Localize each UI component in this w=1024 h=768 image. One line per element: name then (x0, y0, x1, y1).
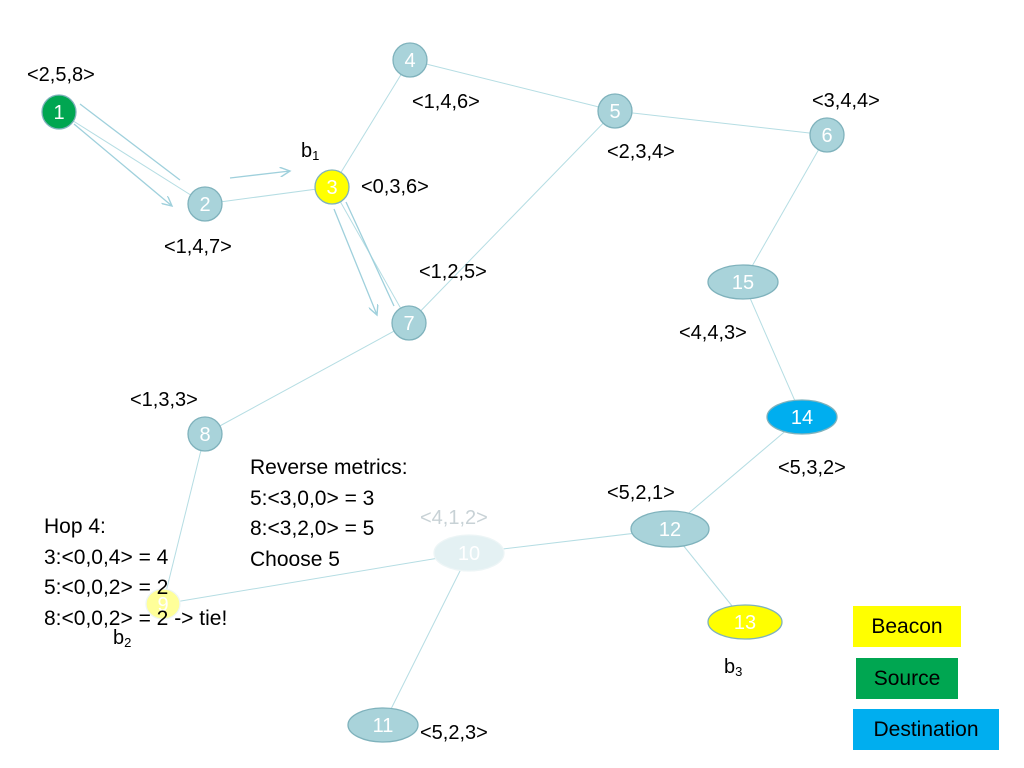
path-arrows (73, 103, 395, 315)
node-1-label: 1 (53, 102, 64, 124)
node-14-label: 14 (791, 407, 813, 429)
edge-4-5 (409, 59, 616, 112)
beacon-label-b3: b3 (724, 656, 743, 679)
node-5: 5 (597, 93, 633, 129)
node-14-shape (766, 399, 838, 435)
edge-5-7 (408, 110, 616, 324)
node-2: 2 (187, 186, 223, 222)
node-9: 9 (145, 588, 181, 620)
node-4-shape (392, 42, 428, 78)
edge-6-15 (742, 134, 828, 283)
arrow-3-to-7-outer (345, 201, 395, 307)
node-11-label: 11 (373, 715, 394, 737)
node-12-shape (630, 510, 710, 548)
metric-node-8: <1,3,3> (130, 389, 198, 411)
metric-node-15: <4,4,3> (679, 322, 747, 344)
edge-10-11 (382, 552, 470, 726)
hop-title: Hop 4: (44, 515, 106, 538)
node-8-shape (187, 416, 223, 452)
node-1: 1 (41, 94, 77, 130)
hop-note: Hop 4: 3:<0,0,4> = 4 5:<0,0,2> = 2 8:<0,… (44, 512, 227, 634)
metric-node-3: <0,3,6> (361, 176, 429, 198)
node-5-label: 5 (609, 101, 620, 123)
node-15-shape (707, 264, 779, 300)
reverse-metrics-line-3: Choose 5 (250, 547, 340, 571)
hop-line-2: 5:<0,0,2> = 2 (44, 576, 169, 599)
metric-node-5: <2,3,4> (607, 141, 675, 163)
node-13-shape (707, 604, 783, 640)
edge-7-8 (204, 322, 410, 435)
node-9-shape (145, 588, 181, 620)
arrow-2-to-3 (229, 171, 290, 179)
reverse-metrics-note: Reverse metrics: 5:<3,0,0> = 3 8:<3,2,0>… (250, 453, 408, 575)
node-8: 8 (187, 416, 223, 452)
node-12-label: 12 (659, 519, 681, 541)
metric-node-11: <5,2,3> (420, 722, 488, 744)
node-7-shape (391, 305, 427, 341)
hop-line-3: 8:<0,0,2> = 2 -> tie! (44, 606, 228, 630)
legend-source: Source (856, 658, 958, 699)
node-6-shape (809, 117, 845, 153)
metric-node-2: <1,4,7> (164, 236, 232, 258)
metric-node-14: <5,3,2> (778, 457, 846, 479)
metric-node-4: <1,4,6> (412, 91, 480, 113)
edge-8-9 (162, 433, 206, 605)
node-4-label: 4 (404, 50, 415, 72)
reverse-metrics-line-1: 5:<3,0,0> = 3 (250, 486, 375, 510)
edge-2-3 (204, 186, 333, 205)
arrow-3-to-7 (333, 208, 377, 315)
beacon-label-b2: b2 (113, 627, 132, 650)
node-11: 11 (347, 707, 419, 743)
reverse-metrics-title: Reverse metrics: (250, 456, 408, 479)
edge-12-14 (669, 416, 803, 530)
node-8-label: 8 (199, 424, 210, 446)
node-2-shape (187, 186, 223, 222)
node-7-label: 7 (403, 313, 414, 335)
edge-3-4 (331, 59, 411, 188)
hop-line-1: 3:<0,0,4> = 4 (44, 545, 169, 569)
node-13: 13 (707, 604, 783, 640)
metric-node-7: <1,2,5> (419, 261, 487, 283)
node-3-label: 3 (326, 177, 337, 199)
node-5-shape (597, 93, 633, 129)
node-10: 10 (433, 534, 505, 572)
node-15: 15 (707, 264, 779, 300)
edge-15-14 (742, 281, 803, 418)
node-12: 12 (630, 510, 710, 548)
edge-9-10 (162, 552, 470, 605)
node-3: 3 (314, 169, 350, 205)
metric-node-6: <3,4,4> (812, 90, 880, 112)
arrow-1-to-2-outer (79, 103, 181, 181)
node-9-label: 9 (157, 594, 168, 616)
metric-node-10: <4,1,2> (420, 507, 488, 529)
legend-beacon: Beacon (853, 606, 961, 647)
edge-1-2 (58, 111, 206, 205)
node-14: 14 (766, 399, 838, 435)
legend-destination: Destination (853, 709, 999, 750)
metric-node-12: <5,2,1> (607, 482, 675, 504)
node-3-shape (314, 169, 350, 205)
node-2-label: 2 (199, 194, 210, 216)
node-6-label: 6 (821, 125, 832, 147)
arrow-1-to-2 (73, 123, 172, 206)
node-10-label: 10 (458, 543, 480, 565)
reverse-metrics-line-2: 8:<3,2,0> = 5 (250, 517, 375, 540)
edge-5-6 (614, 110, 828, 136)
node-7: 7 (391, 305, 427, 341)
node-10-shape (433, 534, 505, 572)
node-13-label: 13 (734, 612, 756, 634)
beacon-label-b1: b1 (301, 140, 320, 163)
metric-node-1: <2,5,8> (27, 64, 95, 86)
node-15-label: 15 (732, 272, 754, 294)
node-6: 6 (809, 117, 845, 153)
node-4: 4 (392, 42, 428, 78)
node-11-shape (347, 707, 419, 743)
node-1-shape (41, 94, 77, 130)
